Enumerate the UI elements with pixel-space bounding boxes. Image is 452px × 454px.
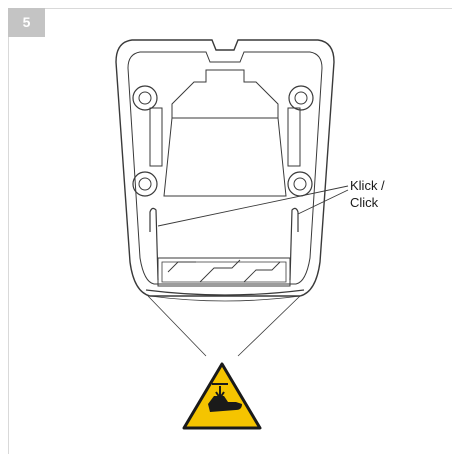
inner-cavity <box>163 117 287 197</box>
left-column <box>149 107 163 167</box>
callout-text-line2: Click <box>350 195 379 210</box>
warning-pointer-right <box>237 295 301 357</box>
snap-clip-left <box>149 207 159 281</box>
screw-boss-top-right <box>288 85 314 111</box>
step-number-badge: 5 <box>8 8 45 37</box>
callout-leader-left <box>157 185 349 227</box>
hand-crush-warning-icon <box>182 362 262 430</box>
warning-pointer-left <box>147 295 207 357</box>
figure-frame <box>8 8 452 454</box>
snap-clip-right <box>289 207 299 281</box>
right-column <box>287 107 301 167</box>
callout-text-line1: Klick / <box>350 178 385 193</box>
top-recess <box>171 69 279 119</box>
housing-outline <box>115 39 335 297</box>
screw-boss-bottom-left <box>132 171 158 197</box>
callout-leader-right <box>297 189 349 215</box>
screw-boss-top-left <box>132 85 158 111</box>
screw-boss-bottom-right <box>287 171 313 197</box>
housing-inner-outline <box>127 51 323 285</box>
bottom-insert <box>145 257 305 302</box>
